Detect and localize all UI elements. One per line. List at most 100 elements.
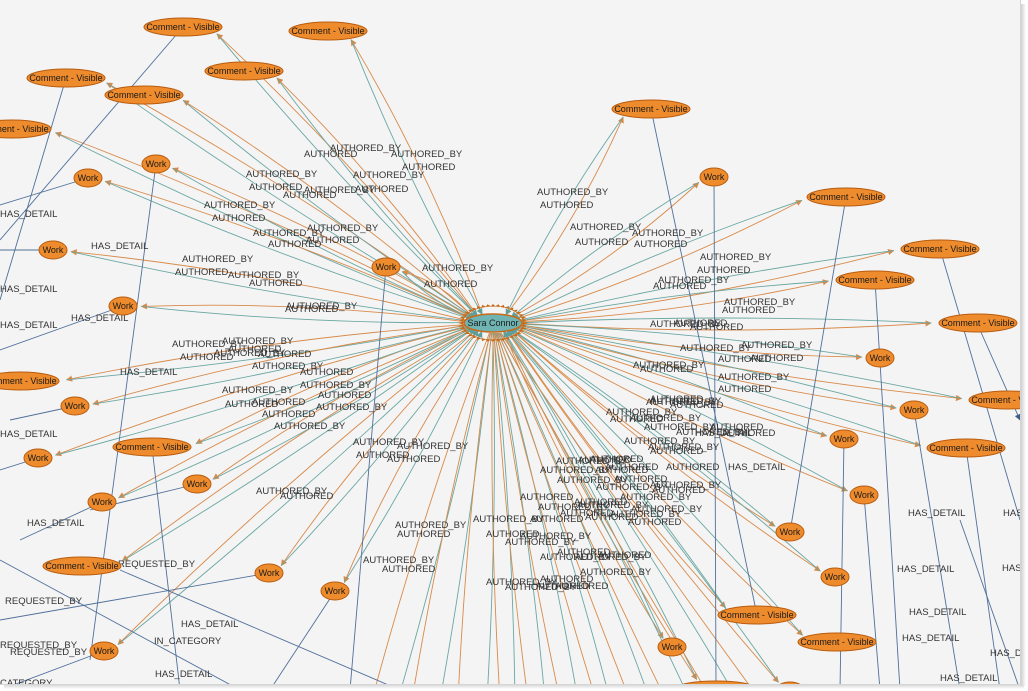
center-arrowhead (499, 338, 505, 342)
node-ellipse (60, 396, 90, 416)
node-comment-visible[interactable]: Comment - Visible (288, 21, 368, 41)
edge-label: AUTHORED (225, 399, 278, 410)
node-label: Comment - Visible (679, 683, 752, 684)
node-work[interactable]: Work (320, 581, 350, 601)
edge-label: AUTHORED_BY (307, 223, 379, 234)
node-comment-visible[interactable]: Comment - Visible (143, 17, 223, 37)
edge-label: AUTHORED_BY (650, 319, 722, 330)
edge-label: AUTHORED_BY (724, 297, 796, 308)
node-work[interactable]: Work (820, 567, 850, 587)
node-work[interactable]: Work (23, 448, 53, 468)
edge-label: AUTHORED_BY (172, 339, 244, 350)
edge-label: AUTHORED (718, 354, 771, 365)
node-comment-visible[interactable]: Comment - Visible (900, 239, 980, 259)
edge-authored-by (507, 329, 726, 608)
edge-authored (92, 324, 472, 406)
node-work[interactable]: Work (38, 240, 68, 260)
node-comment-visible[interactable]: Comment - Visible (611, 99, 691, 119)
edge-label: AUTHORED (212, 213, 265, 224)
center-node-sara-connor[interactable]: Sara Connor (458, 304, 528, 342)
node-label: Work (662, 642, 683, 652)
node-comment-visible[interactable]: Comment - Visible (806, 187, 886, 207)
node-work[interactable]: Work (60, 396, 90, 416)
edge-authored-by (141, 306, 472, 326)
edge-label: HAS_DETAIL (71, 313, 128, 324)
node-comment-visible[interactable]: Comment - Visible (938, 313, 1018, 333)
edge-authored-by (280, 329, 479, 566)
node-work[interactable]: Work (89, 641, 119, 661)
node-comment-visible[interactable]: Comment - Visible (26, 68, 106, 88)
node-comment-visible[interactable]: Comment - Visible (835, 270, 915, 290)
node-work[interactable]: Work (776, 681, 804, 684)
node-work[interactable]: Work (108, 296, 138, 316)
node-comment-visible[interactable]: Comment - Visible (926, 438, 1006, 458)
node-comment-visible[interactable]: Comment - Visible (797, 632, 877, 652)
node-comment-visible[interactable]: Comment - Visible (677, 680, 755, 684)
node-ellipse (371, 257, 401, 277)
node-comment-visible[interactable]: Comment - Visible (968, 390, 1020, 410)
edge-label: AUTHORED_BY (580, 567, 652, 578)
node-work[interactable]: Work (849, 485, 879, 505)
edge-label: AUTHORED (486, 529, 539, 540)
edge-label: HAS_DETAIL (940, 673, 997, 684)
edge-label: AUTHORED_BY (256, 486, 328, 497)
node-label: Work (854, 490, 875, 500)
edge-label: AUTHORED_BY (520, 531, 592, 542)
node-work[interactable]: Work (657, 637, 687, 657)
node-comment-visible[interactable]: Comment - Visible (0, 371, 60, 391)
node-work[interactable]: Work (141, 154, 171, 174)
edge-label: AUTHORED_BY (252, 361, 324, 372)
edge-has-detail (149, 446, 180, 684)
center-arrowhead (518, 314, 525, 317)
node-work[interactable]: Work (371, 257, 401, 277)
node-work[interactable]: Work (87, 492, 117, 512)
node-comment-visible[interactable]: Comment - Visible (0, 119, 52, 139)
node-label: Work (94, 646, 115, 656)
node-label: Comment - Visible (941, 318, 1014, 328)
edge-label: AUTHORED (585, 512, 638, 523)
edge-authored-by (513, 324, 827, 437)
edge-authored (507, 330, 726, 609)
center-arrowhead (495, 338, 501, 342)
edge-label: AUTHORED_BY (182, 254, 254, 265)
edge-authored (117, 329, 477, 645)
edge-label: CATEGORY (0, 678, 53, 684)
node-work[interactable]: Work (182, 474, 212, 494)
center-arrowhead (461, 329, 468, 332)
edge-label: AUTHORED (300, 367, 353, 378)
node-work[interactable]: Work (73, 168, 103, 188)
node-ellipse (797, 632, 877, 652)
center-arrowhead (520, 316, 527, 320)
edge-label: REQUESTED_BY (0, 640, 78, 651)
edge-label: AUTHORED_BY (353, 437, 425, 448)
node-ellipse (865, 348, 895, 368)
edge-label: HAS_DETAIL (181, 619, 238, 630)
edge-label: AUTHORED_BY (473, 514, 545, 525)
edge-label: HAS_DETAIL (155, 669, 212, 680)
edge-label: AUTHORED (614, 474, 667, 485)
node-work[interactable]: Work (865, 348, 895, 368)
edge-authored-by (70, 251, 472, 324)
edge-label: AUTHORED (652, 485, 705, 496)
node-work[interactable]: Work (699, 167, 729, 187)
node-work[interactable]: Work (899, 400, 929, 420)
edge-authored-by (514, 317, 932, 326)
node-work[interactable]: Work (829, 429, 859, 449)
node-comment-visible[interactable]: Comment - Visible (104, 85, 184, 105)
edge-label: AUTHORED (355, 184, 408, 195)
node-label: Comment - Visible (903, 244, 976, 254)
node-work[interactable]: Work (254, 563, 284, 583)
node-work[interactable]: Work (775, 522, 805, 542)
edge-label: AUTHORED_BY (624, 436, 696, 447)
edge-label: AUTHORED_BY (620, 492, 692, 503)
edge-label: AUTHORED_BY (353, 170, 425, 181)
edge-authored-by (66, 322, 472, 381)
edge-label: HAS_DETAIL (0, 429, 57, 440)
node-comment-visible[interactable]: Comment - Visible (717, 605, 797, 625)
node-comment-visible[interactable]: Comment - Visible (42, 556, 122, 576)
node-comment-visible[interactable]: Comment - Visible (112, 437, 192, 457)
edge-offscreen (494, 332, 558, 684)
node-comment-visible[interactable]: Comment - Visible (204, 61, 284, 81)
